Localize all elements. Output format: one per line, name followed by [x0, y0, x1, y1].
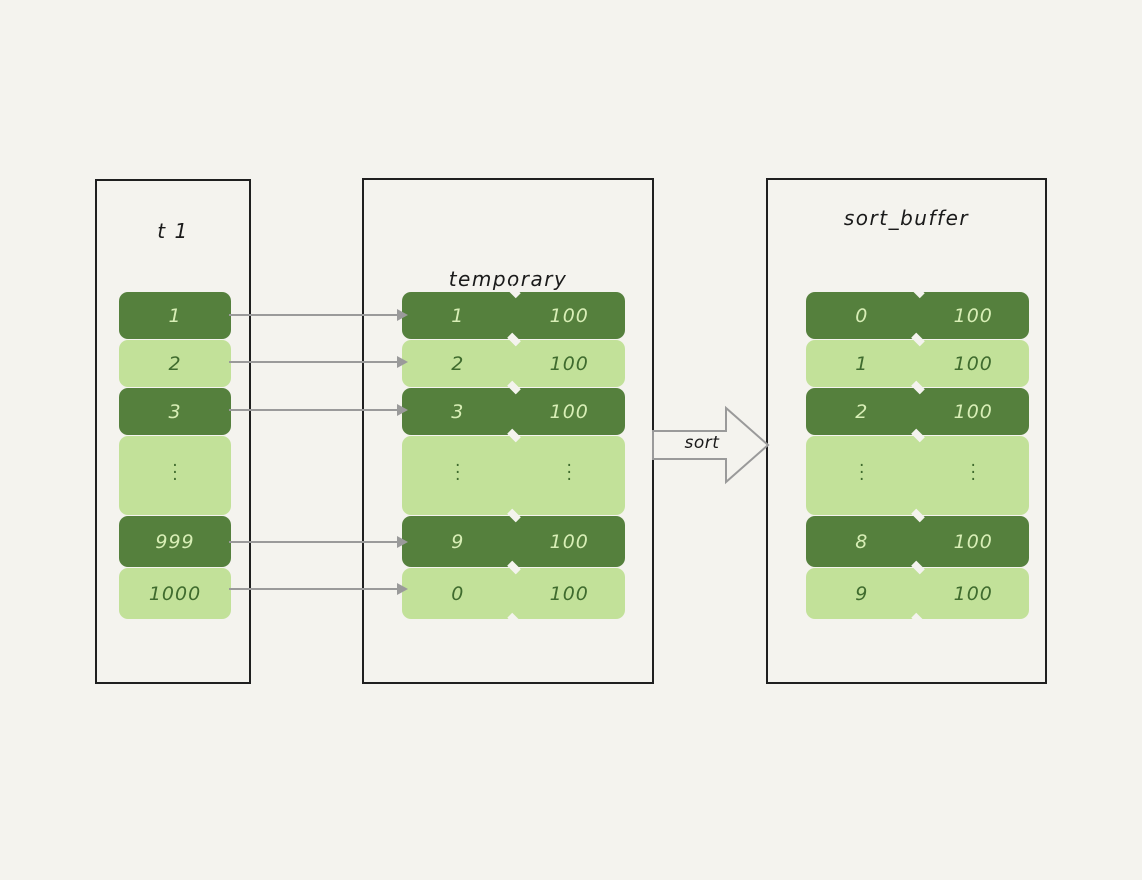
connector-line — [229, 314, 399, 316]
connector-arrowhead-icon — [397, 583, 408, 595]
temporary-cell: ··· — [402, 436, 514, 515]
ellipsis-icon: ··· — [172, 455, 178, 491]
t1-cell: ··· — [119, 436, 231, 515]
t1-row: 3 — [119, 388, 231, 435]
sort-buffer-cell: 100 — [953, 530, 993, 553]
sort-buffer-row: 8 100 — [806, 516, 1029, 567]
temporary-row: 9 100 — [402, 516, 625, 567]
t1-row-stack: 1 2 3 ··· 999 1000 — [119, 292, 231, 620]
t1-cell: 2 — [168, 352, 182, 375]
sort-buffer-row: 9 100 — [806, 568, 1029, 619]
temporary-cell: 100 — [549, 530, 589, 553]
t1-row: 1000 — [119, 568, 231, 619]
panel-t1-title: t 1 — [157, 219, 189, 243]
temporary-cell: 100 — [549, 582, 589, 605]
sort-buffer-cell: 100 — [953, 352, 993, 375]
connector-arrowhead-icon — [397, 356, 408, 368]
ellipsis-icon: ··· — [566, 455, 572, 491]
temporary-cell: ··· — [514, 436, 626, 515]
sort-buffer-cell: 100 — [953, 400, 993, 423]
temporary-cell: 3 — [451, 400, 465, 423]
t1-row: 999 — [119, 516, 231, 567]
panel-t1: t 1 1 2 3 ··· 999 1000 — [95, 179, 251, 684]
temporary-row: ··· ··· — [402, 436, 625, 515]
sort-block-arrow — [652, 405, 770, 485]
t1-cell: 3 — [168, 400, 182, 423]
temporary-cell: 1 — [451, 304, 465, 327]
temporary-cell: 100 — [549, 352, 589, 375]
sort-buffer-cell: 100 — [953, 582, 993, 605]
sort-buffer-cell: 1 — [855, 352, 869, 375]
sort-buffer-row: 0 100 — [806, 292, 1029, 339]
temporary-cell: 100 — [549, 304, 589, 327]
temporary-cell: 100 — [549, 400, 589, 423]
ellipsis-icon: ··· — [859, 455, 865, 491]
connector-arrowhead-icon — [397, 404, 408, 416]
sort-buffer-cell: 8 — [855, 530, 869, 553]
t1-cell: 1 — [168, 304, 182, 327]
connector-line — [229, 409, 399, 411]
sort-buffer-cell: 2 — [855, 400, 869, 423]
panel-temporary: temporary m, c 110021003100······9100010… — [362, 178, 654, 684]
connector-arrowhead-icon — [397, 309, 408, 321]
temporary-row: 0 100 — [402, 568, 625, 619]
ellipsis-icon: ··· — [455, 455, 461, 491]
sort-buffer-cell: 0 — [855, 304, 869, 327]
sort-buffer-cell: 100 — [953, 304, 993, 327]
connector-line — [229, 361, 399, 363]
sort-buffer-row-stack: 0 100 1 100 2 100 ··· ··· 8 100 9 100 — [806, 292, 1029, 620]
sort-buffer-row: 2 100 — [806, 388, 1029, 435]
panel-sort-buffer: sort_buffer 0 100 1 100 2 100 ··· ··· 8 100 9 100 — [766, 178, 1047, 684]
temporary-row: 2 100 — [402, 340, 625, 387]
sort-buffer-cell: ··· — [918, 436, 1030, 515]
sort-buffer-cell: 9 — [855, 582, 869, 605]
temporary-row-stack: 1 100 2 100 3 100 ··· ··· 9 100 0 100 — [402, 292, 625, 620]
temporary-row: 3 100 — [402, 388, 625, 435]
panel-temporary-title-main: temporary — [448, 267, 568, 291]
temporary-cell: 2 — [451, 352, 465, 375]
temporary-cell: 0 — [451, 582, 465, 605]
t1-row: 2 — [119, 340, 231, 387]
sort-buffer-cell: ··· — [806, 436, 918, 515]
connector-arrowhead-icon — [397, 536, 408, 548]
connector-line — [229, 588, 399, 590]
temporary-cell: 9 — [451, 530, 465, 553]
t1-row: ··· — [119, 436, 231, 515]
sort-buffer-row: 1 100 — [806, 340, 1029, 387]
sort-arrow-label: sort — [684, 433, 720, 453]
ellipsis-icon: ··· — [970, 455, 976, 491]
sort-buffer-row: ··· ··· — [806, 436, 1029, 515]
connector-line — [229, 541, 399, 543]
t1-cell: 1000 — [148, 582, 202, 605]
temporary-row: 1 100 — [402, 292, 625, 339]
panel-sort-buffer-title: sort_buffer — [843, 206, 970, 230]
t1-cell: 999 — [155, 530, 195, 553]
t1-row: 1 — [119, 292, 231, 339]
